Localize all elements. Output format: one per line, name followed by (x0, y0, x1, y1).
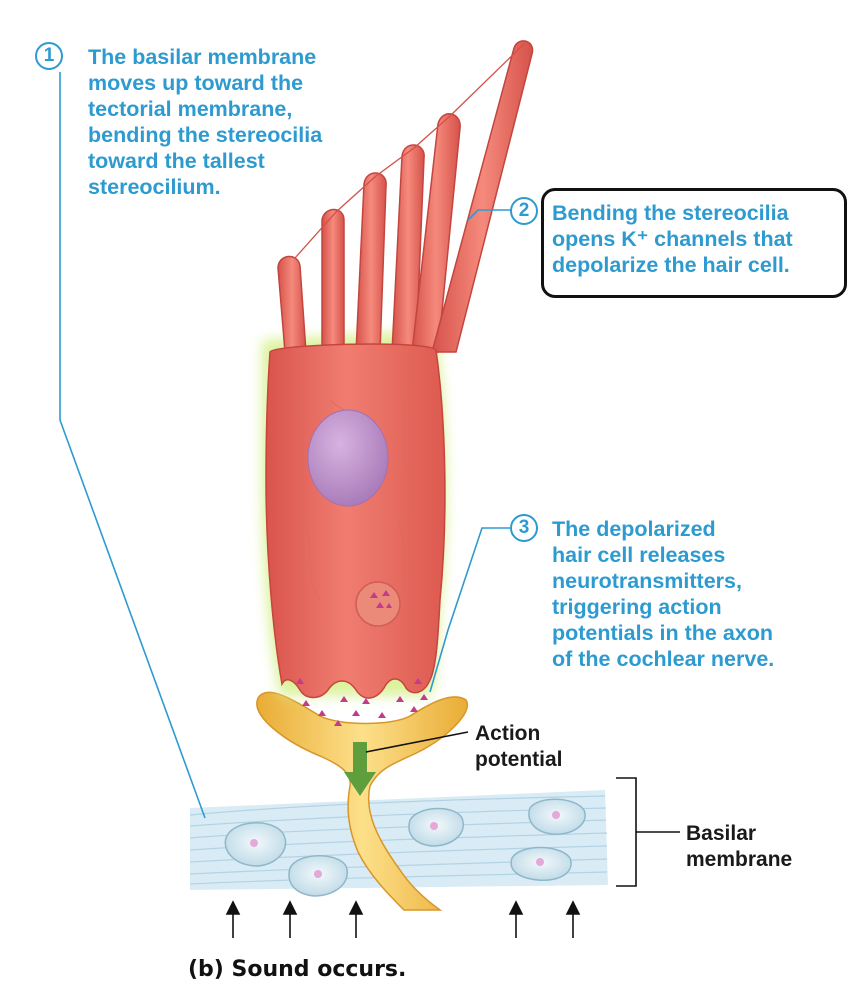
stereocilia (277, 40, 534, 353)
hair-cell (265, 343, 446, 699)
action-potential-label: Action potential (475, 722, 563, 771)
tip-links (294, 43, 525, 259)
step-3-number: 3 (510, 514, 538, 542)
step-2-box (541, 188, 847, 298)
figure-caption: (b) Sound occurs. (188, 957, 407, 982)
step-1-number: 1 (35, 42, 63, 70)
step-3-text: The depolarized hair cell releases neuro… (552, 517, 775, 671)
synaptic-vesicle (355, 581, 401, 627)
label-lines (365, 731, 680, 887)
step-2-number: 2 (510, 197, 538, 225)
action-potential-arrow (344, 742, 376, 796)
callout-lines (59, 72, 516, 819)
nucleus (307, 409, 389, 507)
upward-arrows (225, 900, 581, 938)
basilar-membrane-label: Basilar membrane (686, 822, 793, 871)
neurotransmitters (296, 678, 428, 726)
step-2-text: Bending the stereocilia opens K⁺ channel… (552, 201, 793, 277)
step-1-text: The basilar membrane moves up toward the… (88, 45, 323, 199)
membrane-cells (224, 798, 586, 897)
